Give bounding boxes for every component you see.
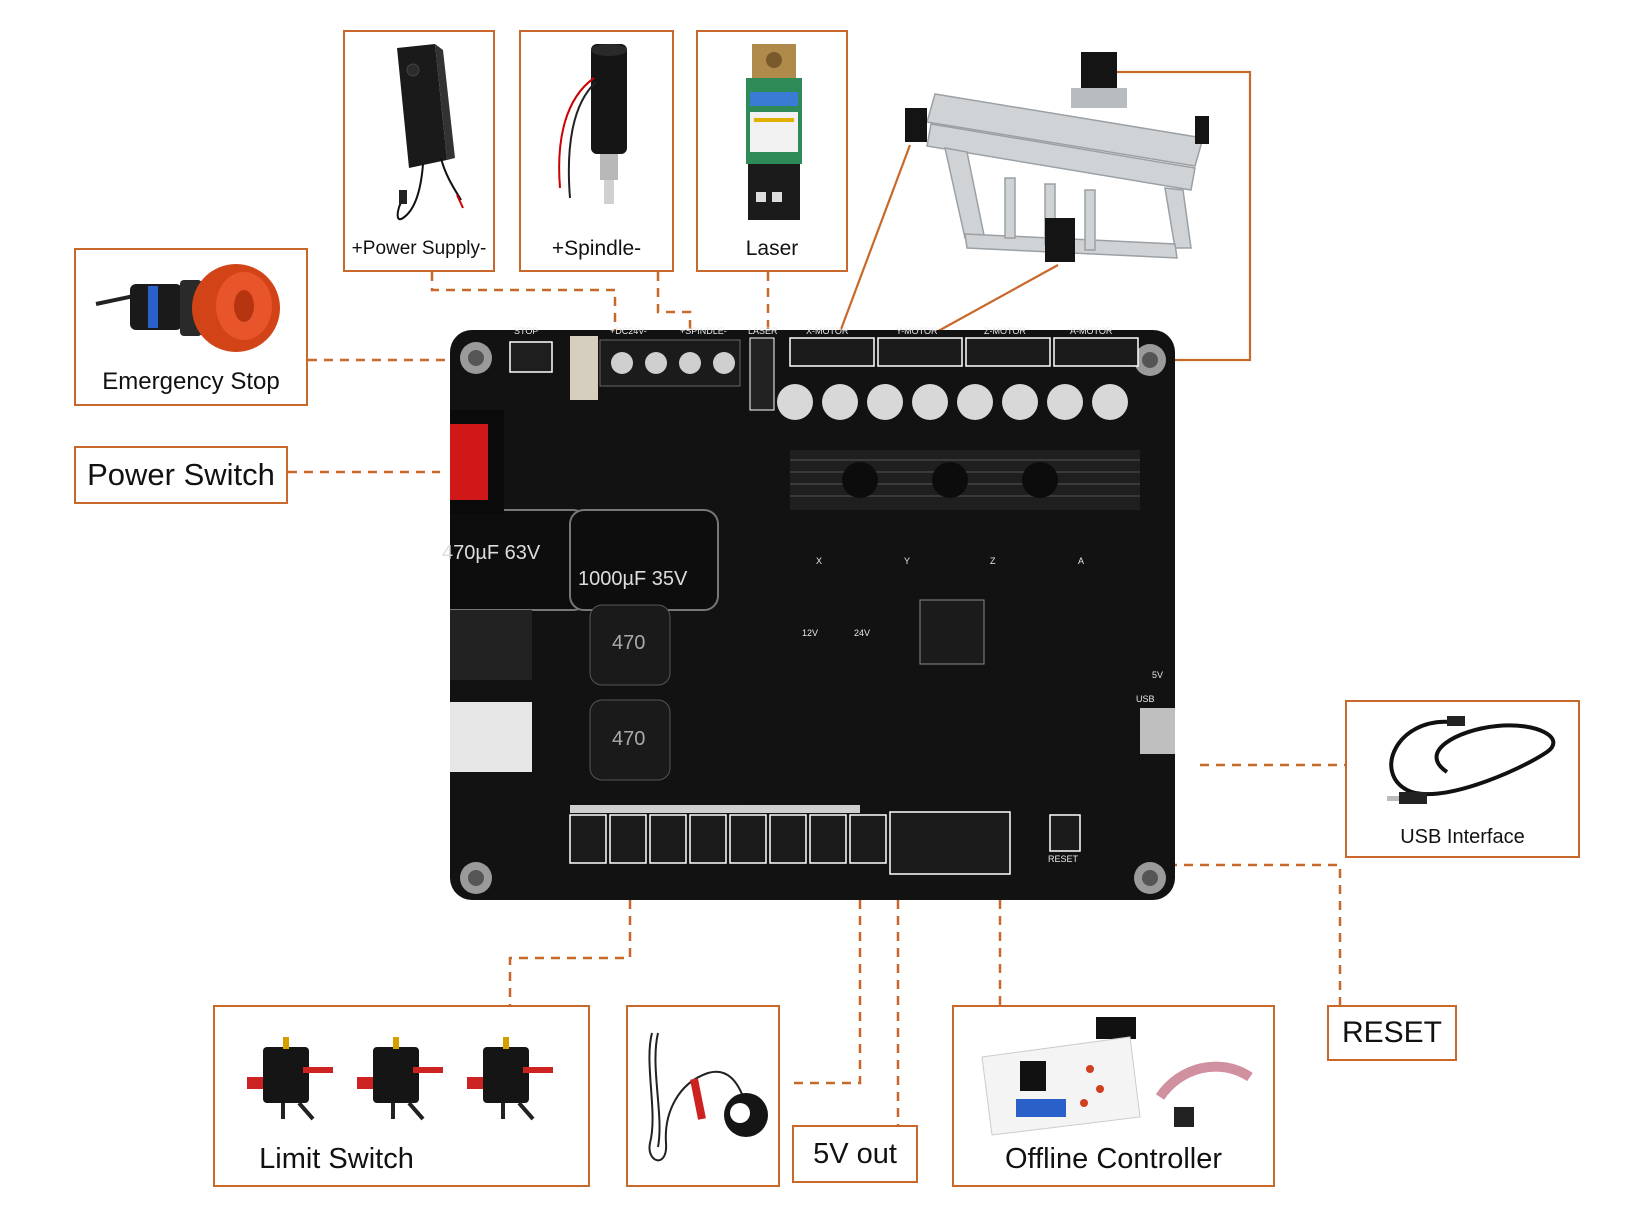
wire-cnc-x [835,144,912,341]
usb-interface-label: USB Interface [1400,826,1525,848]
wire-probe [792,900,862,1085]
power-supply-box: +Power Supply- [343,30,495,272]
power-supply-icon [375,40,465,230]
usb-cable-icon [1377,712,1557,812]
silk-5v: 5V [1152,670,1164,680]
probe-icon [638,1023,772,1173]
wire-limit-switch [508,900,632,1005]
capacitor-2-text: 1000µF 35V [578,568,688,590]
offline-controller-icon [980,1017,1270,1137]
spindle-box: +Spindle- [519,30,674,272]
inductor-2-text: 470 [612,728,646,750]
silk-laser: LASER [748,326,778,336]
laser-module-icon [742,42,806,227]
silk-y: Y [904,556,911,566]
laser-box: Laser [696,30,848,272]
silk-dc24v: +DC24V- [610,326,647,336]
wire-cnc-y [921,264,1059,341]
spindle-label: +Spindle- [551,237,642,260]
wire-power-supply [430,272,617,350]
limit-switch-icon [243,1037,563,1127]
limit-switch-label: Limit Switch [259,1143,414,1175]
power-supply-label: +Power Supply- [351,238,487,259]
silk-z: Z [990,556,996,566]
wire-spindle [656,272,692,350]
silk-a: A [1078,556,1085,566]
silk-x-motor: X-MOTOR [806,326,849,336]
cnc-frame-icon [895,48,1225,280]
emergency-stop-box: Emergency Stop [74,248,308,406]
silk-a-motor: A-MOTOR [1070,326,1113,336]
controller-board: STOP +DC24V- +SPINDLE- LASER X-MOTOR Y-M… [442,326,1175,900]
laser-label: Laser [745,237,799,260]
silk-y-motor: Y-MOTOR [896,326,938,336]
emergency-stop-icon [94,256,294,356]
offline-controller-box: Offline Controller [952,1005,1275,1187]
5v-out-label: 5V out [792,1125,918,1183]
limit-switch-box: Limit Switch [213,1005,590,1187]
silk-stop: STOP [514,326,539,336]
wire-cnc-z [1090,70,1252,362]
capacitor-1-text: 470µF 63V [442,542,541,564]
usb-interface-box: USB Interface [1345,700,1580,858]
silk-12v: 12V [802,628,819,638]
silk-x: X [816,556,823,566]
power-switch-label: Power Switch [74,446,288,504]
inductor-1-text: 470 [612,632,646,654]
offline-controller-label: Offline Controller [1004,1143,1223,1175]
spindle-motor-icon [536,38,656,228]
reset-label: RESET [1327,1005,1457,1061]
silk-z-motor: Z-MOTOR [984,326,1026,336]
silk-reset: RESET [1048,854,1079,864]
emergency-stop-label: Emergency Stop [102,368,280,395]
silk-gnd: GND [740,796,760,806]
silk-usb: USB [1136,694,1155,704]
silk-24v: 24V [854,628,871,638]
silk-spindle: +SPINDLE- [680,326,727,336]
probe-box [626,1005,780,1187]
